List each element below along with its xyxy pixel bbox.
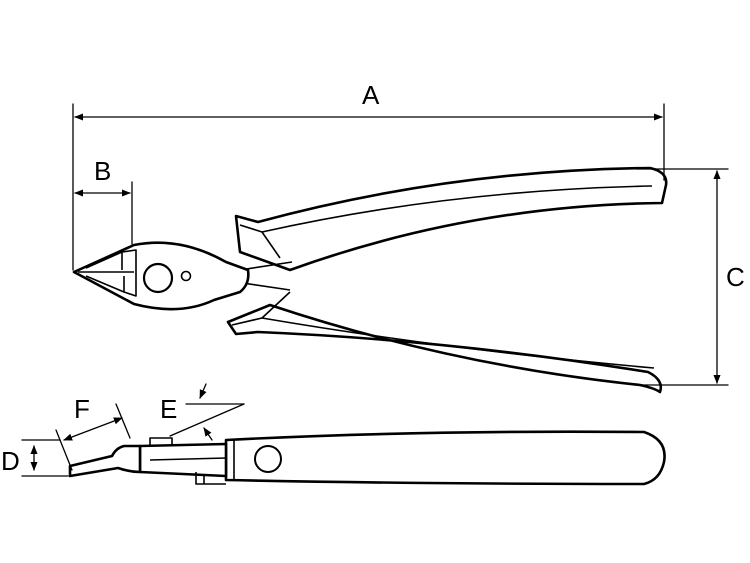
pivot-circle [142,262,174,294]
label-a: A [362,80,380,110]
label-d: D [1,446,20,476]
pliers-side-view [68,430,666,486]
dimension-b: B [74,156,133,245]
dimension-a: A [72,80,665,271]
jaw-step [121,249,137,297]
side-neck-lines [149,457,227,485]
side-pivot [254,445,282,473]
pivot-rivet [180,270,192,282]
upper-handle-inner-2 [239,224,281,259]
side-handle [224,430,666,486]
label-c: C [726,262,745,292]
dimension-e: E [160,383,245,441]
side-jaw [68,444,142,478]
dimension-d: D [1,439,69,477]
label-e: E [160,394,177,424]
pliers-top-view [72,166,668,394]
label-f: F [74,394,90,424]
lower-handle [226,303,663,394]
lower-handle-inner [261,317,655,369]
upper-handle [234,166,668,272]
side-neck-top-plate [149,437,173,446]
dimension-f: F [55,394,131,471]
upper-handle-inner [261,185,653,233]
label-b: B [94,156,111,186]
dimension-c: C [635,168,745,386]
lower-handle-inner-2 [231,291,291,326]
